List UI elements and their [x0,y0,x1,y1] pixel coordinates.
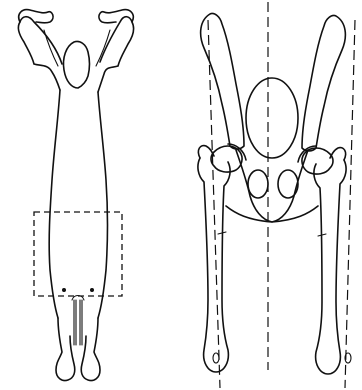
right-femur-shaft [314,160,346,374]
left-stifle-mark [62,288,66,292]
right-hindlimb [81,318,100,381]
right-ilium-wing [302,15,345,151]
dog-head [63,41,89,88]
right-obturator-foramen [278,170,298,198]
right-forelimb [98,17,134,92]
tail [74,300,82,345]
pelvic-inlet [246,78,298,158]
right-forelimb-inner [96,30,110,66]
collimation-field-box [34,212,122,296]
left-femoral-head [211,146,242,172]
right-femur-axis [345,20,355,388]
dog-trunk-left-contour [49,90,60,318]
left-paw [19,10,53,23]
left-forelimb-inner [44,30,58,66]
left-ilium-wing [201,13,244,149]
dog-silhouette-view [18,10,133,381]
pelvis-femur-skeletal-view [198,2,355,388]
left-obturator-foramen [248,170,268,198]
right-stifle-mark [90,288,94,292]
right-femoral-head [302,148,333,174]
dog-trunk-right-contour [98,92,108,318]
left-condyle-mark [213,353,219,363]
left-hindlimb [56,318,75,381]
ischium-caudal-border [226,206,318,222]
left-forelimb [18,17,62,90]
